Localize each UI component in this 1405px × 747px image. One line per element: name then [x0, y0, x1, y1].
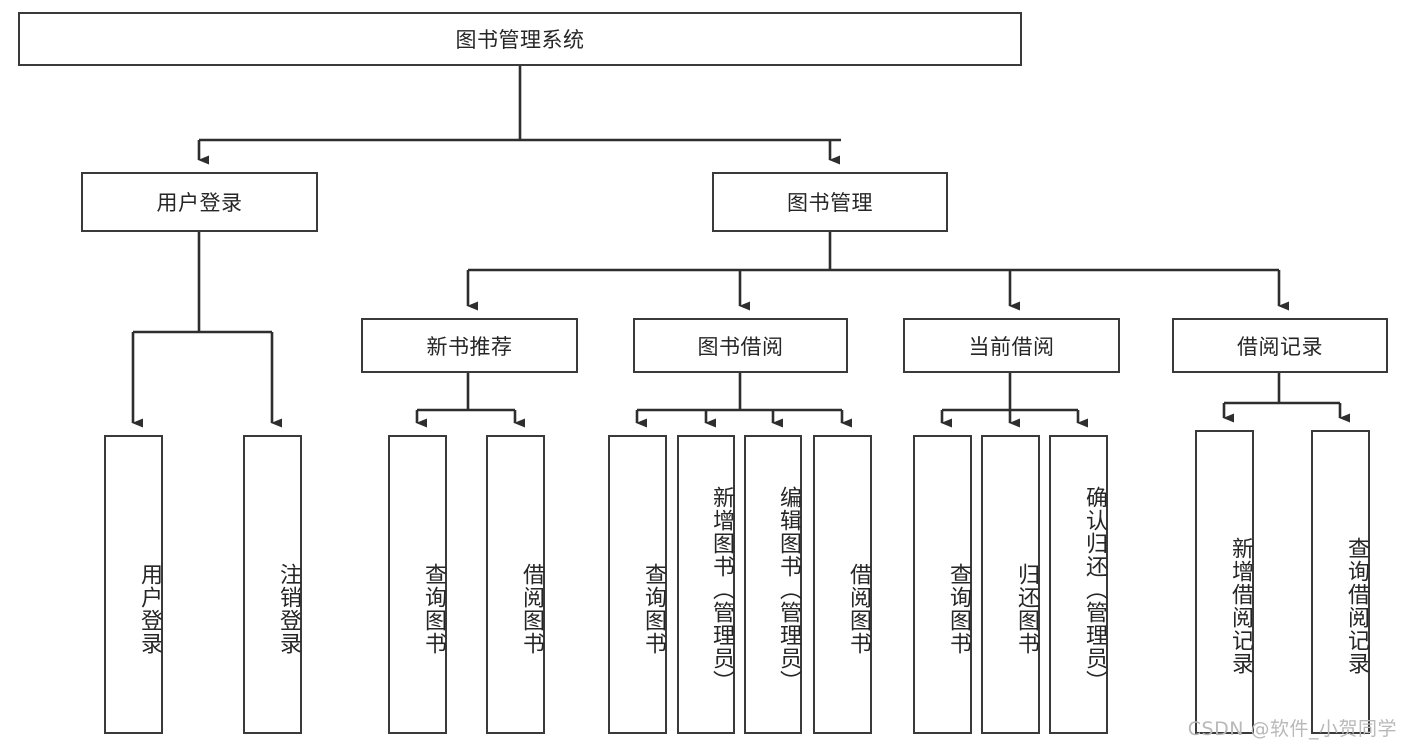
node-label: 查询图书 — [641, 562, 666, 655]
node-label: 借阅记录 — [1237, 334, 1323, 359]
node-label: 图书借阅 — [697, 334, 784, 359]
node-user-login[interactable]: 用户登录 — [81, 172, 318, 232]
node-label: 编辑图书（管理员） — [776, 486, 801, 693]
node-label: 图书管理 — [787, 191, 873, 215]
node-current-borrow[interactable]: 当前借阅 — [903, 318, 1120, 373]
node-label: 查询图书 — [421, 562, 446, 655]
node-label: 新书推荐 — [426, 334, 513, 359]
node-label: 用户登录 — [156, 191, 243, 215]
node-label: 注销登录 — [276, 562, 301, 655]
leaf-return-book[interactable]: 归还图书 — [981, 435, 1040, 734]
node-label: 归还图书 — [1014, 562, 1039, 655]
node-label: 查询借阅记录 — [1344, 537, 1369, 675]
csdn-watermark: CSDN @软件_小贺同学 — [1187, 718, 1397, 740]
leaf-borrow-book[interactable]: 借阅图书 — [813, 435, 872, 734]
leaf-user-login[interactable]: 用户登录 — [104, 435, 163, 734]
leaf-query-borrow-record[interactable]: 查询借阅记录 — [1311, 430, 1370, 734]
node-book-management[interactable]: 图书管理 — [712, 172, 948, 232]
leaf-query-book-current[interactable]: 查询图书 — [913, 435, 972, 734]
leaf-query-book-recommend[interactable]: 查询图书 — [388, 435, 447, 734]
node-label: 借阅图书 — [519, 562, 544, 655]
leaf-confirm-return-admin[interactable]: 确认归还（管理员） — [1049, 435, 1108, 734]
node-label: 查询图书 — [946, 562, 971, 655]
leaf-borrow-book-recommend[interactable]: 借阅图书 — [486, 435, 545, 734]
node-label: 新增借阅记录 — [1228, 537, 1253, 675]
leaf-query-book-borrow[interactable]: 查询图书 — [608, 435, 667, 734]
leaf-add-book-admin[interactable]: 新增图书（管理员） — [677, 435, 735, 734]
node-book-borrow[interactable]: 图书借阅 — [633, 318, 848, 373]
node-label: 借阅图书 — [846, 562, 871, 655]
node-borrow-record[interactable]: 借阅记录 — [1172, 318, 1388, 373]
leaf-add-borrow-record[interactable]: 新增借阅记录 — [1195, 430, 1254, 734]
node-new-book-recommend[interactable]: 新书推荐 — [361, 318, 578, 373]
leaf-edit-book-admin[interactable]: 编辑图书（管理员） — [744, 435, 802, 734]
node-label: 图书管理系统 — [455, 28, 585, 52]
node-root-book-management-system[interactable]: 图书管理系统 — [18, 12, 1022, 66]
leaf-logout-login[interactable]: 注销登录 — [243, 435, 302, 734]
node-label: 新增图书（管理员） — [709, 486, 734, 693]
node-label: 用户登录 — [137, 562, 162, 655]
node-label: 当前借阅 — [968, 334, 1055, 359]
node-label: 确认归还（管理员） — [1082, 486, 1107, 693]
